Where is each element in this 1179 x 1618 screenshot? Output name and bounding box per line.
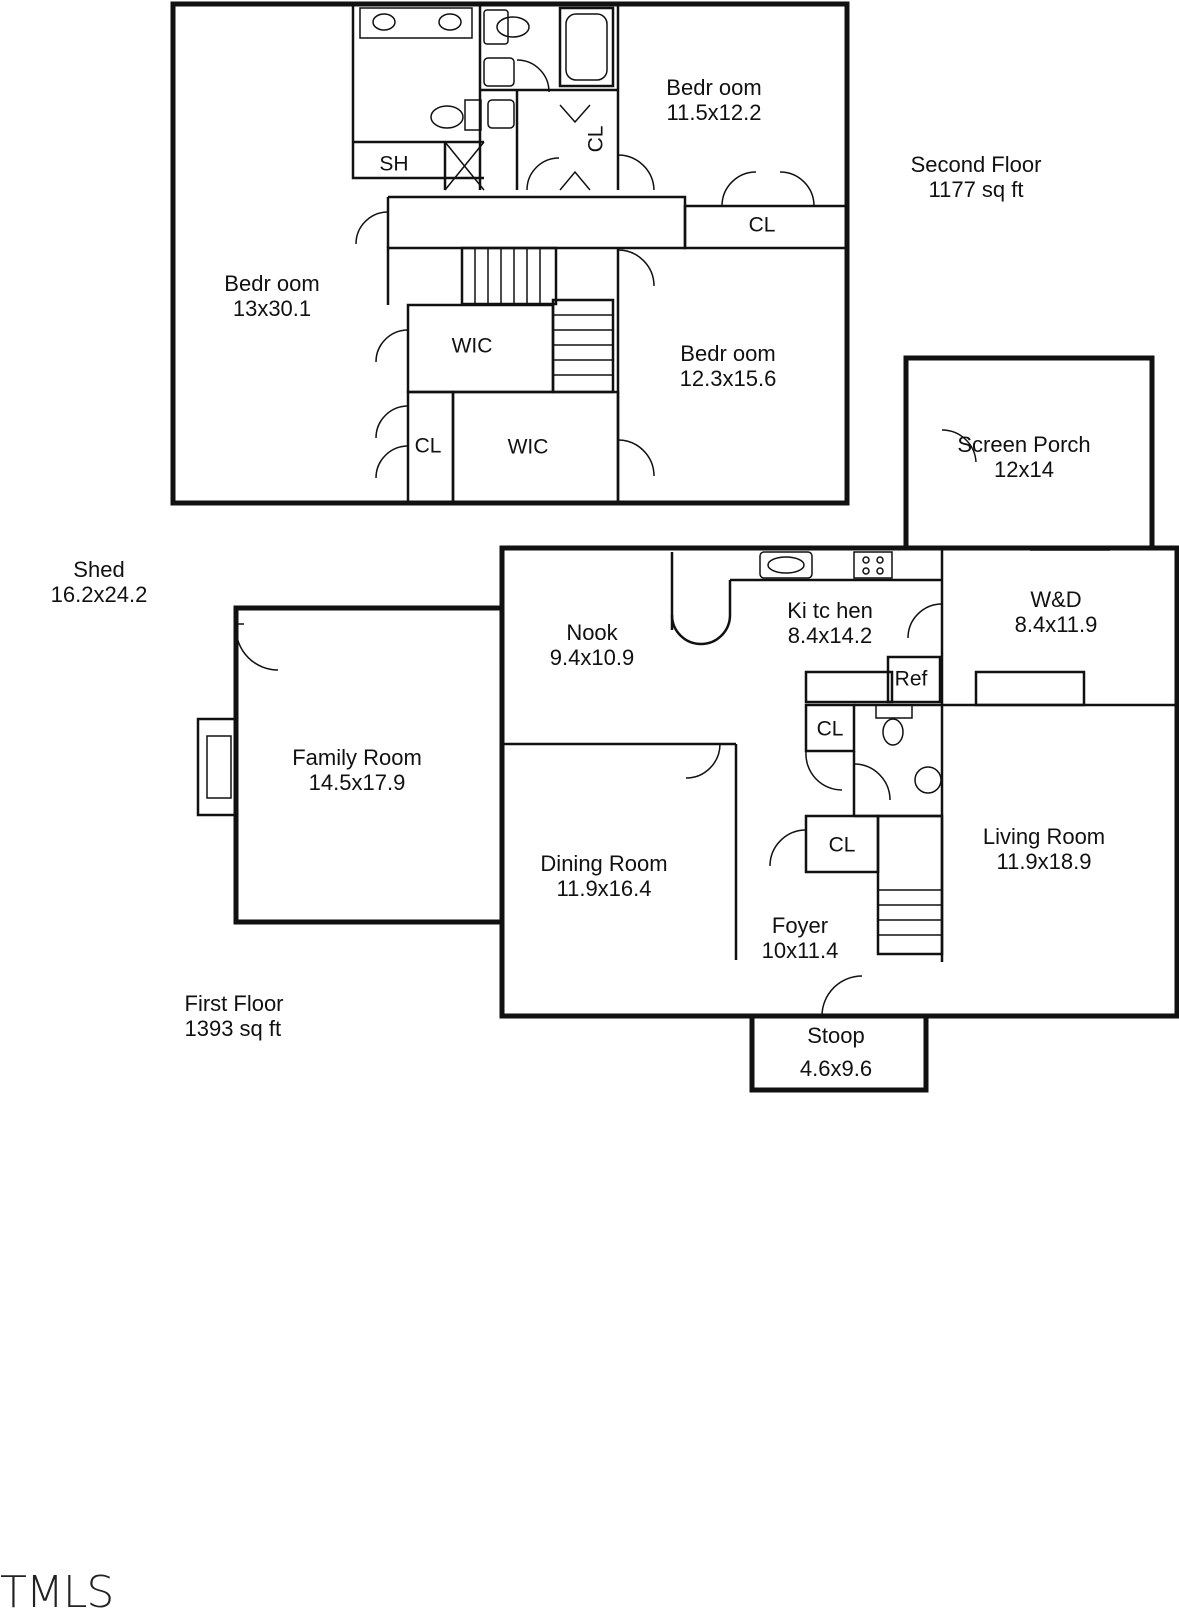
first-floor-label: First Floor 1393 sq ft xyxy=(185,991,284,1041)
room-wic-lower: WIC xyxy=(507,435,549,459)
room-cl-hall: CL xyxy=(748,213,776,237)
floor-area: 1393 sq ft xyxy=(184,1016,282,1041)
room-bedroom-c: Bedr oom 12.3x15.6 xyxy=(679,341,777,391)
room-bedroom-b: Bedr oom 13x30.1 xyxy=(224,271,320,321)
room-cl-upper-left: CL xyxy=(414,434,442,458)
room-family-room: Family Room 14.5x17.9 xyxy=(292,745,422,795)
room-screen-porch: Screen Porch 12x14 xyxy=(957,432,1091,482)
room-nook: Nook 9.4x10.9 xyxy=(549,620,635,670)
room-living-room: Living Room 11.9x18.9 xyxy=(982,824,1106,874)
room-sh: SH xyxy=(379,152,409,176)
room-foyer: Foyer 10x11.4 xyxy=(761,913,839,963)
room-wd: W&D 8.4x11.9 xyxy=(1014,587,1098,637)
room-cl-foyer: CL xyxy=(828,833,856,857)
room-cl-bath-first: CL xyxy=(816,717,844,741)
room-cl-bath: CL xyxy=(584,125,608,153)
floor-area: 1177 sq ft xyxy=(928,177,1024,202)
room-shed: Shed 16.2x24.2 xyxy=(50,557,148,607)
tmls-watermark: TMLS xyxy=(0,1567,114,1618)
room-kitchen: Ki tc hen 8.4x14.2 xyxy=(787,598,873,648)
floor-name: Second Floor xyxy=(910,152,1042,177)
room-wic-upper: WIC xyxy=(451,334,493,358)
second-floor-label: Second Floor 1177 sq ft xyxy=(911,152,1042,202)
first-floor-plan xyxy=(196,355,1179,1093)
floor-name: First Floor xyxy=(184,991,284,1016)
room-stoop: Stoop 4.6x9.6 xyxy=(799,1023,873,1081)
second-floor-plan xyxy=(170,1,850,506)
room-ref: Ref xyxy=(894,667,928,691)
room-dining-room: Dining Room 11.9x16.4 xyxy=(540,851,668,901)
room-bedroom-a: Bedr oom 11.5x12.2 xyxy=(666,75,762,125)
